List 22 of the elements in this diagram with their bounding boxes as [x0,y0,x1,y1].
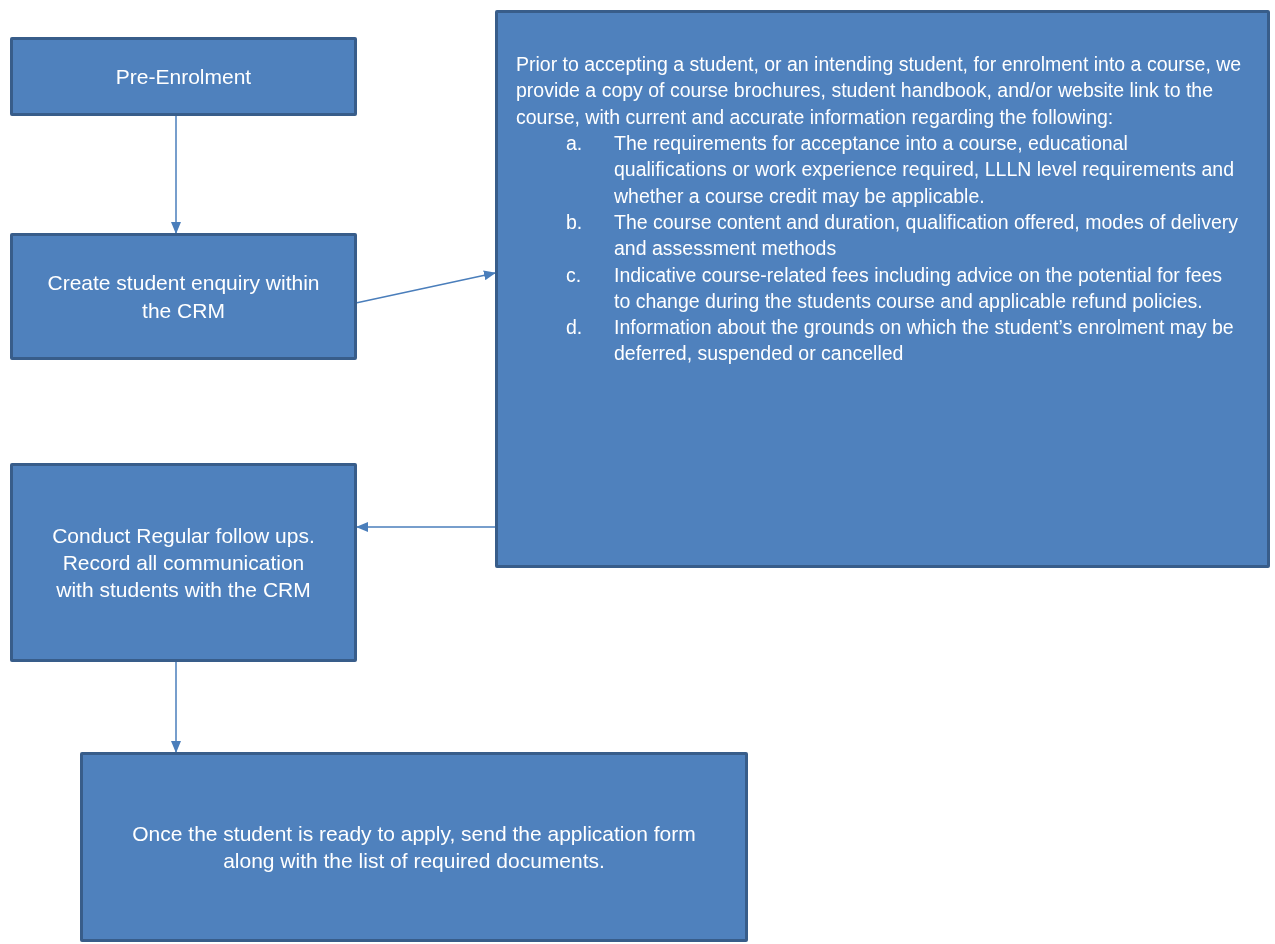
list-marker: d. [565,315,584,341]
process-box [10,233,357,360]
box-label: Once the student is ready to apply, send the application form along with the list of required documents. [131,820,697,874]
list-marker: b. [565,209,584,235]
arrow [356,270,496,304]
arrow [171,661,181,753]
paragraph: Prior to accepting a student, or an intending student, for enrolment into a course, we provide a copy of course brochures, student handbook, and/or website link to the course, with current and accurate information regarding the following: [516,52,1243,130]
list-item: Information about the grounds on which the student’s enrolment may be deferred, suspended or cancelled [614,315,1235,367]
list-item: Indicative course-related fees including advice on the potential for fees to change during the students course and applicable refund policies. [614,262,1224,314]
process-box [80,752,748,942]
box-label: Pre-Enrolment [115,63,252,90]
arrow [356,522,496,532]
arrow [171,115,181,234]
list-marker: a. [565,130,584,156]
process-box [10,463,357,662]
list-item: The course content and duration, qualification offered, modes of delivery and assessment methods [614,209,1240,262]
process-box [10,37,357,116]
list-marker: c. [565,262,583,288]
box-label: Conduct Regular follow ups. Record all communication with students with the CRM [51,522,316,604]
box-label: Create student enquiry within the CRM [46,270,321,324]
process-box [495,10,1270,568]
list-item: The requirements for acceptance into a course, educational qualifications or work experience required, LLLN level requirements and whether a course credit may be applicable. [614,130,1235,209]
